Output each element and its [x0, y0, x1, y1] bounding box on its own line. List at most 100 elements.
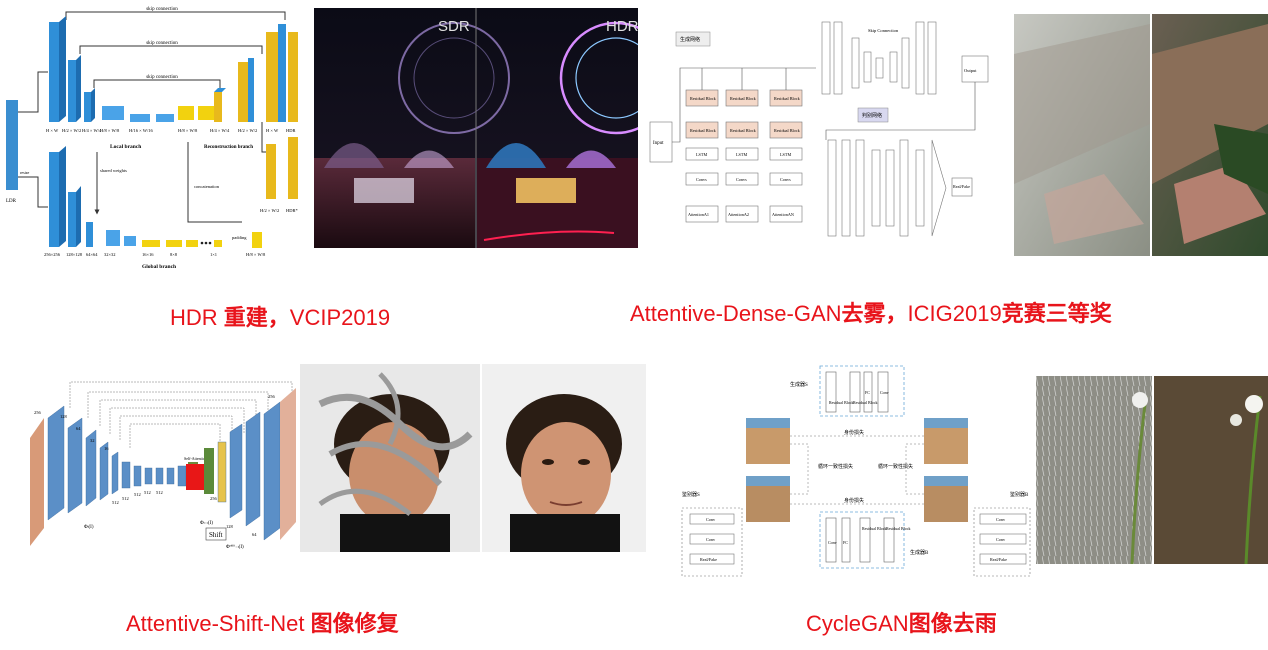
output-label: Output	[964, 68, 977, 73]
inpainting-comparison-photo	[300, 364, 646, 552]
hdr-network-diagram: skip connection skip connection skip con…	[2, 2, 307, 274]
size-label: H/8 × W/8	[100, 128, 120, 133]
res-label: Residual Block	[730, 96, 757, 101]
lstm-label: LSTM	[696, 152, 707, 157]
size-label: 128×128	[66, 252, 83, 257]
shift-layer-block	[186, 464, 204, 490]
concatenation-label: concatenation	[194, 184, 220, 189]
global-branch	[49, 146, 262, 248]
size-label: 1×1	[210, 252, 217, 257]
attention-label: AttentionA2	[728, 212, 749, 217]
size-label: H × W	[46, 128, 59, 133]
skip-label: skip connection	[146, 75, 178, 80]
discriminator-b-label: 鉴别器B	[1010, 491, 1029, 498]
size-label: 8×8	[170, 252, 178, 257]
self-attention-label: Self-Attention	[184, 456, 207, 461]
generator-b-label: 生成器B	[910, 549, 929, 556]
size-label: H/4 × W/4	[210, 128, 230, 133]
skip-label: skip connection	[146, 41, 178, 46]
identity-loss-label: 身份损失	[844, 497, 864, 504]
size-label: 64×64	[86, 252, 98, 257]
size-label: 16×16	[142, 252, 154, 257]
svg-text:Conv FC Residual B: Conv FC Residual Block Residual Block	[828, 526, 911, 545]
output-block	[288, 137, 298, 199]
derain-comparison-photo	[1036, 376, 1268, 564]
padding-label: padding	[232, 235, 247, 240]
dehaze-comparison-photo	[1014, 14, 1268, 256]
generator-b-blocks	[825, 517, 895, 563]
local-branch-encoder	[49, 16, 298, 122]
out-label: HDR*	[286, 208, 299, 213]
output-image-block	[280, 388, 296, 540]
conv-label: Convs	[696, 177, 707, 182]
size-label: H/8 × W/8	[246, 252, 266, 257]
generator-s-label: 生成器S	[790, 381, 808, 388]
global-branch-label: Global branch	[142, 264, 176, 270]
discriminator-s-label: 鉴别器S	[682, 491, 700, 498]
local-branch-label: Local branch	[110, 144, 141, 150]
out-label: H/2 × W/2	[260, 208, 279, 213]
res-label: Residual Block	[774, 96, 801, 101]
caption-inpaint: Attentive-Shift-Net 图像修复	[126, 611, 399, 636]
dense-gan-diagram: 生成网络 Input Residual Block Residual Block…	[646, 18, 1002, 248]
ldr-input-block	[6, 100, 18, 190]
sdr-label: SDR	[438, 18, 470, 35]
caption-hdr: HDR 重建，VCIP2019	[170, 305, 391, 330]
input-label: Input	[653, 141, 664, 146]
hdr-output-label: HDR	[286, 128, 296, 133]
svg-text:Conv Conv Real/Fak: Conv Conv Real/Fake Conv Conv Real/Fake	[700, 517, 1007, 562]
cycle-loss-label: 循环一致性损失	[818, 463, 853, 470]
size-label: H/8 × W/8	[178, 128, 198, 133]
cat-image-tiles	[746, 418, 968, 522]
discriminator-label: 判别网络	[862, 112, 882, 119]
svg-text:256×256 128×128 64: 256×256 128×128 64×64 32×32 16×16 8×8 1×…	[44, 252, 266, 257]
shift-label: Shift	[209, 531, 223, 539]
discriminator-b	[973, 507, 1031, 577]
ldr-label: LDR	[6, 199, 17, 204]
encoder-blocks	[47, 405, 187, 521]
caption-derain: CycleGAN图像去雨	[806, 611, 997, 636]
real-fake-label: Real/Fake	[953, 184, 970, 189]
shift-net-diagram: Self-Attention Shift Φₗ(I) Φₗ₋ₗ(I) Φˢʰⁱᶠ…	[30, 378, 298, 550]
skip-connection-label: Skip Connection	[868, 28, 899, 33]
svg-text:H × W H/2 × W/2 H/: H × W H/2 × W/2 H/4 × W/4 H/8 × W/8 H/16…	[46, 128, 279, 133]
conv-label: Convs	[736, 177, 747, 182]
shared-weights-label: shared weights	[100, 168, 127, 173]
res-label: Residual Block	[690, 96, 717, 101]
lstm-label: LSTM	[780, 152, 791, 157]
res-label: Residual Block	[730, 128, 757, 133]
size-label: H/2 × W/2	[62, 128, 81, 133]
res-label: Residual Block	[774, 128, 801, 133]
attention-label: AttentionAN	[772, 212, 794, 217]
size-label: 32×32	[104, 252, 116, 257]
cyclegan-diagram: 生成器S Residual Block Residual Block FC Co…	[678, 364, 1034, 578]
cycle-loss-label: 循环一致性损失	[878, 463, 913, 470]
svg-text:256 128 64 3: 256 128 64 32 16 512 512 512 512 512 256…	[34, 394, 276, 537]
size-label: 256×256	[44, 252, 61, 257]
hdr-comparison-photo: SDR HDR	[314, 8, 638, 248]
generator-columns	[685, 89, 803, 223]
generator-s-blocks	[825, 371, 889, 413]
size-label: H/4 × W/4	[82, 128, 102, 133]
input-image-block	[30, 418, 44, 546]
size-label: H/2 × W/2	[238, 128, 257, 133]
output-block	[266, 144, 276, 199]
lstm-label: LSTM	[736, 152, 747, 157]
phi-label: Φˢʰⁱᶠᵗ₋ₗ(I)	[226, 543, 244, 550]
svg-text:Residual Block Residual: Residual Block Residual Block Residual B…	[688, 96, 801, 217]
size-label: H × W	[266, 128, 279, 133]
generator-unet	[821, 21, 937, 95]
discriminator	[827, 139, 947, 237]
identity-loss-label: 身份损失	[844, 429, 864, 436]
generator-label: 生成网络	[680, 36, 700, 43]
phi-label: Φₗ(I)	[84, 525, 94, 530]
resize-label: resize	[20, 170, 30, 175]
hdr-label: HDR	[606, 18, 638, 35]
res-label: Residual Block	[690, 128, 717, 133]
skip-label: skip connection	[146, 7, 178, 12]
svg-text:Residual Block Residual: Residual Block Residual Block FC Conv	[829, 390, 889, 405]
decoder-blocks	[217, 401, 281, 541]
size-label: H/16 × W/16	[129, 128, 153, 133]
phi-label: Φₗ₋ₗ(I)	[200, 521, 213, 526]
discriminator-s	[681, 507, 743, 577]
